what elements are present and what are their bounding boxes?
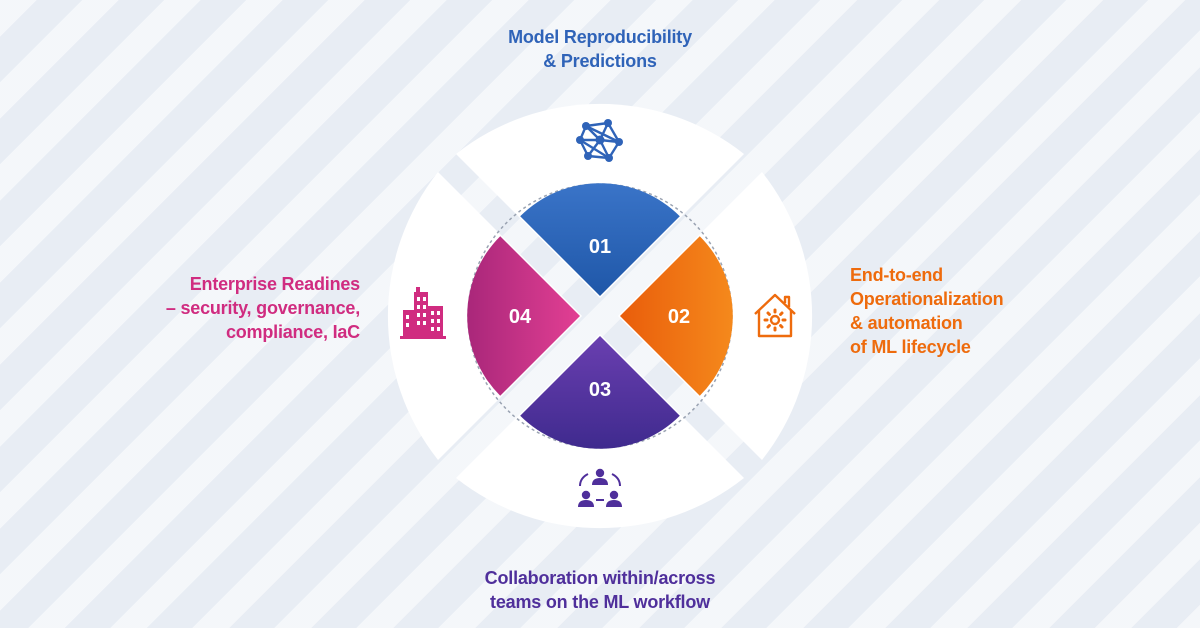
segment-02-title-line: of ML lifecycle [850, 337, 971, 357]
network-icon [576, 119, 623, 162]
segment-03-title-line: teams on the ML workflow [490, 592, 710, 612]
segment-04: 04 [467, 236, 580, 396]
segment-02-title-line: Operationalization [850, 289, 1004, 309]
team-collaboration-icon [578, 468, 622, 507]
segment-01-title-line: Model Reproducibility [508, 27, 692, 47]
segment-04-title: Enterprise Readines – security, governan… [90, 272, 360, 344]
segment-04-title-line: – security, governance, [165, 298, 360, 318]
segment-01: 01 [520, 183, 680, 296]
segment-02-wedge [620, 236, 733, 396]
segment-02-title-line: & automation [850, 313, 963, 333]
segment-04-title-line: compliance, IaC [225, 322, 360, 342]
segment-02: 02 [620, 236, 733, 396]
segment-02-number: 02 [668, 306, 690, 328]
segment-03-title-line: Collaboration within/across [484, 568, 716, 588]
segment-01-wedge [520, 183, 680, 296]
house-gear-icon [754, 293, 796, 338]
segment-01-title-line: & Predictions [543, 51, 657, 71]
segment-01-title: Model Reproducibility & Predictions [450, 25, 750, 73]
segment-02-title: End-to-end Operationalization & automati… [850, 263, 1004, 359]
segment-03-number: 03 [589, 379, 611, 401]
outer-ring [387, 103, 813, 529]
buildings-icon [400, 287, 446, 339]
segment-04-title-line: Enterprise Readines [189, 274, 360, 294]
segment-02-title-line: End-to-end [850, 265, 943, 285]
segment-03: 03 [520, 336, 680, 449]
segment-04-wedge [467, 236, 580, 396]
segment-03-title: Collaboration within/across teams on the… [440, 566, 760, 614]
segment-03-wedge [520, 336, 680, 449]
segment-04-number: 04 [509, 306, 532, 328]
segment-01-number: 01 [589, 236, 611, 258]
